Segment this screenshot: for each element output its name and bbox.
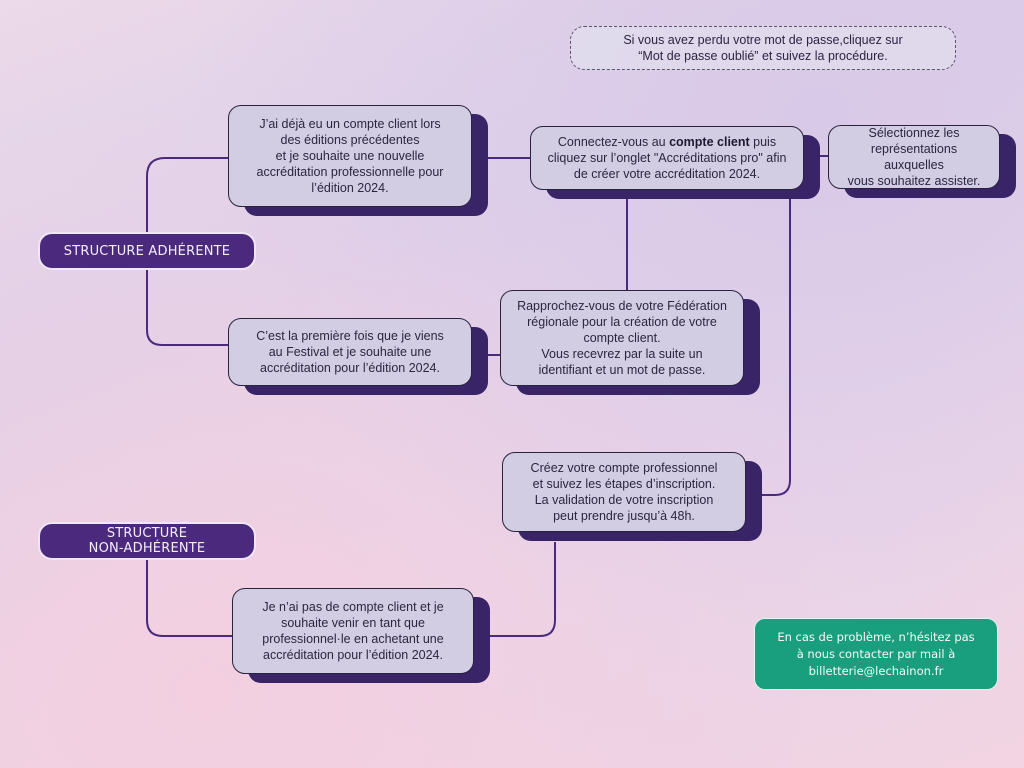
box-creez-line4: peut prendre jusqu’à 48h. [553,509,695,523]
box-connectez-post: puis [749,135,777,149]
connector-connectez-to-creez [748,198,791,496]
box-deja-client-line2: des éditions précédentes [280,133,420,147]
help-line2: à nous contacter par mail à [796,646,956,661]
box-connectez-pre: Connectez-vous au [557,135,670,149]
box-connectez-line1: Connectez-vous au compte client puis [548,134,787,150]
help-email-link[interactable]: billetterie@lechainon.fr [808,663,944,678]
box-creez-line2: et suivez les étapes d’inscription. [532,477,716,491]
box-premiere-fois-line3: accréditation pour l’édition 2024. [260,361,440,375]
box-premiere-fois-line1: C’est la première fois que je viens [256,329,444,343]
box-rapprochez-line1: Rapprochez-vous de votre Fédération [517,299,727,313]
box-creez-compte: Créez votre compte professionnel et suiv… [502,452,746,532]
connector-adherente-to-premiere [146,270,232,346]
box-selectionnez: Sélectionnez les représentations auxquel… [828,125,1000,189]
box-pas-compte-line1: Je n’ai pas de compte client et je [262,600,444,614]
connector-adherente-to-deja [146,157,232,236]
box-pas-compte-line4: accréditation pour l’édition 2024. [263,648,443,662]
box-rapprochez-line2: régionale pour la création de votre [527,315,717,329]
box-deja-client: J’ai déjà eu un compte client lors des é… [228,105,472,207]
box-rapprochez-line4: Vous recevrez par la suite un [541,347,703,361]
box-connectez-line3: de créer votre accréditation 2024. [573,167,761,181]
tag-non-adherente-line1: Structure [106,526,188,541]
tag-structure-non-adherente: Structure non-adhérente [38,522,256,560]
password-note-line1: Si vous avez perdu votre mot de passe,cl… [623,33,903,47]
box-pas-compte-line2: souhaite venir en tant que [281,616,425,630]
box-deja-client-line3: et je souhaite une nouvelle [275,149,425,163]
tag-structure-adherente: Structure adhérente [38,232,256,270]
box-connectez-vous: Connectez-vous au compte client puis cli… [530,126,804,190]
box-pas-de-compte: Je n’ai pas de compte client et je souha… [232,588,474,674]
box-creez-line3: La validation de votre inscription [534,493,714,507]
connector-pas-to-creez [474,542,556,637]
connector-nonadherente-to-pas [146,558,232,637]
box-selectionnez-line2: représentations auxquelles [870,142,958,172]
box-selectionnez-line1: Sélectionnez les [868,126,960,140]
help-contact-box: En cas de problème, n’hésitez pas à nous… [754,618,998,690]
box-connectez-bold: compte client [669,135,750,149]
box-rapprochez-vous: Rapprochez-vous de votre Fédération régi… [500,290,744,386]
box-deja-client-line1: J’ai déjà eu un compte client lors [259,117,441,131]
help-line1: En cas de problème, n’hésitez pas [777,629,975,644]
box-rapprochez-line3: compte client. [583,331,661,345]
password-note-line2: “Mot de passe oublié” et suivez la procé… [638,49,888,63]
box-rapprochez-line5: identifiant et un mot de passe. [538,363,706,377]
box-creez-line1: Créez votre compte professionnel [530,461,718,475]
box-pas-compte-line3: professionnel·le en achetant une [262,632,444,646]
tag-non-adherente-line2: non-adhérente [88,541,206,556]
box-selectionnez-line3: vous souhaitez assister. [847,174,981,188]
password-note: Si vous avez perdu votre mot de passe,cl… [570,26,956,70]
box-deja-client-line5: l’édition 2024. [311,181,389,195]
box-premiere-fois-line2: au Festival et je souhaite une [268,345,432,359]
box-premiere-fois: C’est la première fois que je viens au F… [228,318,472,386]
box-deja-client-line4: accréditation professionnelle pour [256,165,444,179]
box-connectez-line2: cliquez sur l’onglet "Accréditations pro… [547,151,787,165]
tag-structure-adherente-label: Structure adhérente [63,243,231,259]
